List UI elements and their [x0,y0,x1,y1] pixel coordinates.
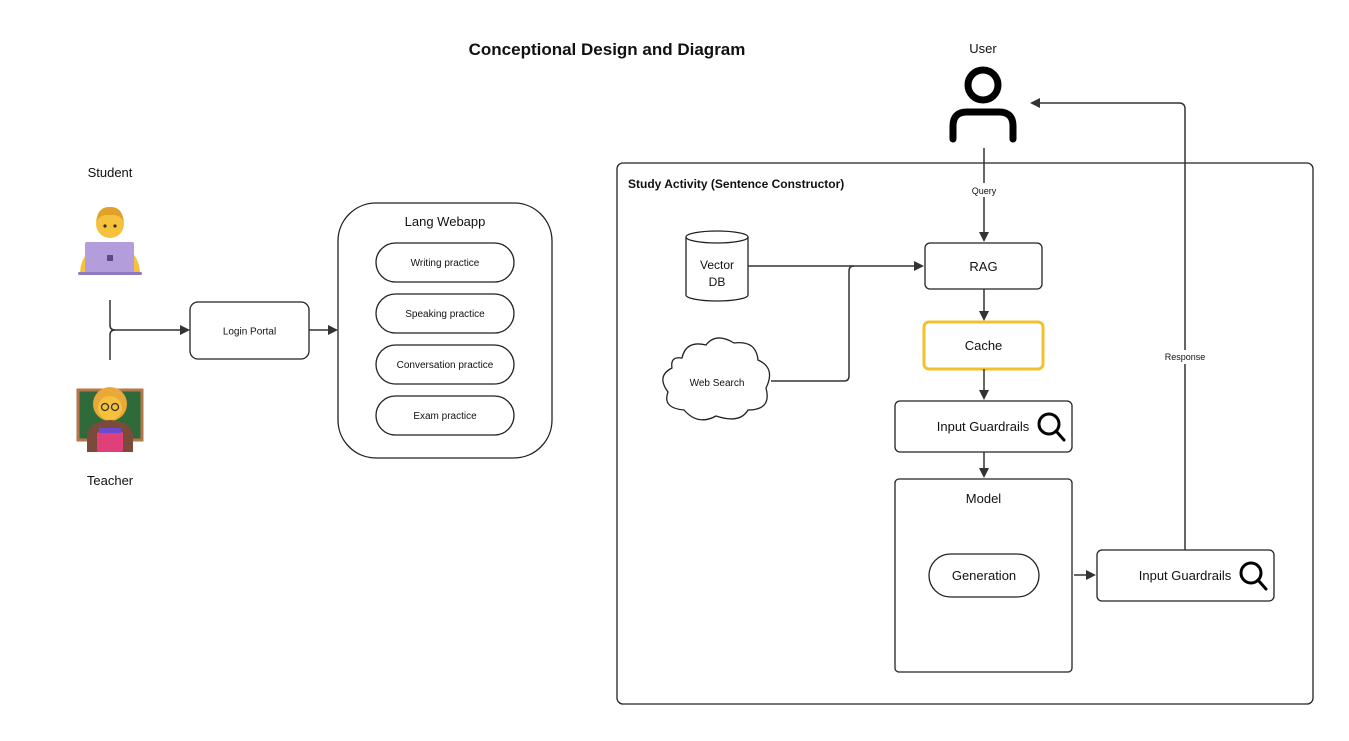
webapp-item-speaking[interactable]: Speaking practice [375,293,515,334]
cache-box[interactable]: Cache [922,320,1045,371]
response-arrow: Response [1030,98,1206,550]
web-search-label: Web Search [690,378,745,389]
webapp-item-exam[interactable]: Exam practice [375,395,515,436]
magnifier-icon [1239,561,1268,591]
model-label: Model [966,491,1002,506]
user-label: User [969,41,997,56]
diagram-title: Conceptional Design and Diagram [469,40,746,59]
login-portal-box[interactable]: Login Portal [189,301,310,360]
websearch-to-rag-arrow [771,265,855,382]
user-person-icon [949,66,1017,143]
output-guardrails-label: Input Guardrails [1139,568,1232,583]
cloud-icon: Web Search [662,337,771,421]
student-avatar-icon [78,206,142,275]
student-label: Student [88,165,133,180]
output-guardrails-box[interactable]: Input Guardrails [1096,549,1275,602]
study-activity-title: Study Activity (Sentence Constructor) [628,177,844,191]
login-portal-label: Login Portal [223,327,276,338]
teacher-avatar-icon [76,387,144,452]
generation-label: Generation [952,568,1016,583]
input-guardrails-label: Input Guardrails [937,419,1030,434]
webapp-item-label: Exam practice [413,411,477,422]
webapp-title: Lang Webapp [405,214,486,229]
actors-connector [109,300,190,360]
vector-db-label-line2: DB [709,275,726,289]
magnifier-icon [1037,412,1066,442]
rag-label: RAG [969,259,997,274]
webapp-item-label: Writing practice [411,258,480,269]
database-cylinder-icon: Vector DB [685,230,749,302]
cache-label: Cache [965,338,1003,353]
webapp-item-label: Conversation practice [397,360,494,371]
generation-pill[interactable]: Generation [928,553,1040,598]
query-arrow: Query [972,148,997,242]
teacher-label: Teacher [87,473,134,488]
webapp-item-label: Speaking practice [405,309,485,320]
response-label: Response [1165,352,1206,362]
webapp-item-conversation[interactable]: Conversation practice [375,344,515,385]
query-label: Query [972,186,997,196]
webapp-item-writing[interactable]: Writing practice [375,242,515,283]
vector-db-label-line1: Vector [700,258,734,272]
study-activity-container: Study Activity (Sentence Constructor) [616,162,1314,705]
rag-box[interactable]: RAG [924,242,1043,290]
input-guardrails-box[interactable]: Input Guardrails [894,400,1073,453]
